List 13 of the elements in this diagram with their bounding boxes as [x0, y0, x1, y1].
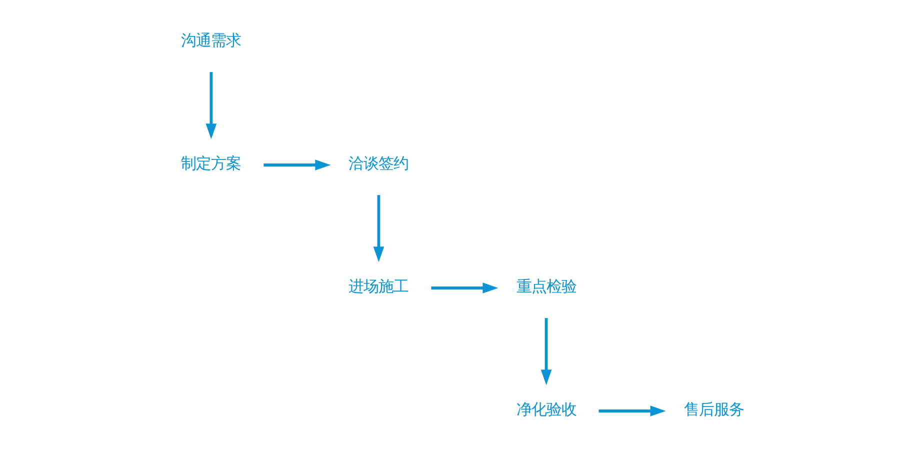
- node-text: 售后服务: [683, 400, 744, 419]
- node-text: 进场施工: [348, 278, 408, 296]
- node-text: 净化验收: [516, 400, 576, 419]
- arrow: [540, 318, 552, 386]
- arrow: [372, 195, 384, 262]
- arrow: [263, 160, 330, 170]
- node-text: 沟通需求: [180, 32, 241, 50]
- arrow: [430, 282, 498, 294]
- node-text: 洽谈签约: [348, 154, 408, 173]
- arrow: [205, 72, 216, 140]
- node-text: 重点检验: [516, 278, 576, 296]
- node-text: 制定方案: [180, 154, 241, 173]
- arrow: [598, 406, 666, 416]
